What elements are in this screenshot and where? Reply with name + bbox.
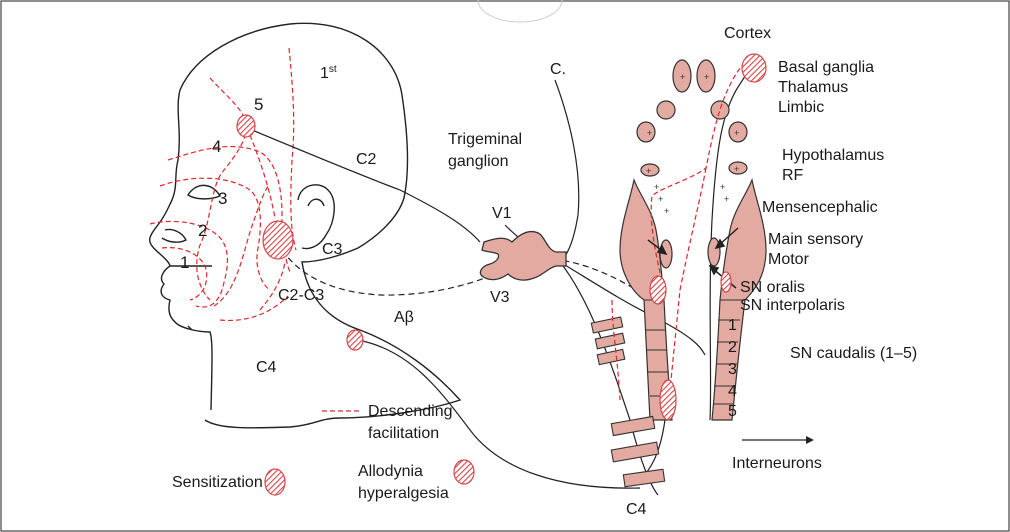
svg-text:+: +: [680, 72, 685, 82]
label-hypothalamus: Hypothalamus: [782, 147, 884, 164]
interneurons-arrow-head: [806, 436, 814, 444]
dermatome-4-label: 4: [212, 137, 221, 156]
dermatome-5-label: 5: [254, 95, 263, 114]
basal-left: [637, 122, 655, 142]
label-c4-spinal: C4: [626, 501, 647, 518]
limbic-right: [711, 101, 729, 119]
hatched-markers: [237, 54, 766, 420]
label-abeta: Aβ: [394, 309, 414, 326]
dermatome-1-label: 1: [180, 253, 189, 272]
marker-oralis: [650, 276, 666, 304]
label-main-sensory: Main sensory: [768, 231, 863, 248]
svg-text:+: +: [734, 164, 739, 174]
svg-text:+: +: [704, 72, 709, 82]
label-c3: C3: [322, 241, 343, 258]
marker-cheek: [263, 221, 293, 259]
dermatome-3-label: 3: [218, 189, 227, 208]
svg-text:+: +: [720, 182, 725, 192]
label-v1: V1: [492, 205, 512, 222]
svg-text:+: +: [658, 194, 663, 204]
head-outline: [150, 23, 460, 428]
label-c4-neck: C4: [256, 359, 277, 376]
dermatome-2-label: 2: [198, 221, 207, 240]
c-fiber-path: [555, 80, 579, 262]
svg-text:+: +: [646, 166, 651, 176]
caudalis-1: 1: [728, 317, 737, 334]
label-sn-interpolaris: SN interpolaris: [740, 297, 845, 314]
label-thalamus: Thalamus: [778, 79, 848, 96]
svg-text:+: +: [647, 128, 652, 138]
label-interneurons: Interneurons: [732, 455, 822, 472]
legend-allodynia-swatch: [454, 460, 474, 484]
legend-sensitization-swatch: [265, 469, 285, 495]
label-cortex: Cortex: [724, 25, 771, 42]
legend-descending-1: Descending: [368, 403, 453, 420]
abeta-dashed-path: [282, 250, 665, 310]
marker-dermatome5: [237, 115, 255, 137]
small-crosses: ++ ++ ++ ++ ++ +: [646, 72, 739, 216]
label-mesencephalic: Mensencephalic: [762, 199, 878, 216]
dermatome-first: 1st: [320, 64, 337, 82]
limbic-left: [657, 101, 675, 119]
brain-structures: [620, 60, 766, 420]
marker-caudalis: [660, 380, 676, 420]
legend-descending-2: facilitation: [368, 425, 439, 442]
label-rf: RF: [782, 167, 804, 184]
caudalis-5: 5: [728, 403, 737, 420]
legend-allodynia-2: hyperalgesia: [358, 485, 449, 502]
label-v3: V3: [490, 289, 510, 306]
label-motor: Motor: [768, 251, 810, 268]
trigeminal-label-1: Trigeminal: [448, 131, 522, 148]
svg-text:+: +: [654, 182, 659, 192]
watermark-arc: [478, 0, 562, 22]
label-c-fiber: C.: [550, 61, 566, 78]
label-basal-ganglia: Basal ganglia: [778, 59, 874, 76]
marker-cortex: [742, 54, 766, 82]
caudalis-3: 3: [728, 361, 737, 378]
marker-interpolaris: [721, 272, 731, 292]
dermatome-lines: [150, 48, 296, 320]
label-sn-oralis: SN oralis: [740, 279, 805, 296]
trigeminal-ganglion: [480, 232, 566, 281]
marker-neck: [347, 330, 363, 350]
svg-text:+: +: [664, 206, 669, 216]
label-limbic: Limbic: [778, 99, 824, 116]
eye: [188, 185, 220, 199]
legend-sensitization: Sensitization: [172, 474, 263, 491]
label-sn-caudalis: SN caudalis (1–5): [790, 345, 917, 362]
label-c2: C2: [356, 151, 377, 168]
caudalis-4: 4: [728, 383, 737, 400]
ear: [298, 185, 334, 249]
svg-text:+: +: [724, 194, 729, 204]
label-c2-c3: C2-C3: [278, 287, 324, 304]
legend-allodynia-1: Allodynia: [358, 463, 423, 480]
trigeminal-label-2: ganglion: [448, 153, 509, 170]
svg-text:+: +: [734, 128, 739, 138]
caudalis-2: 2: [728, 339, 737, 356]
